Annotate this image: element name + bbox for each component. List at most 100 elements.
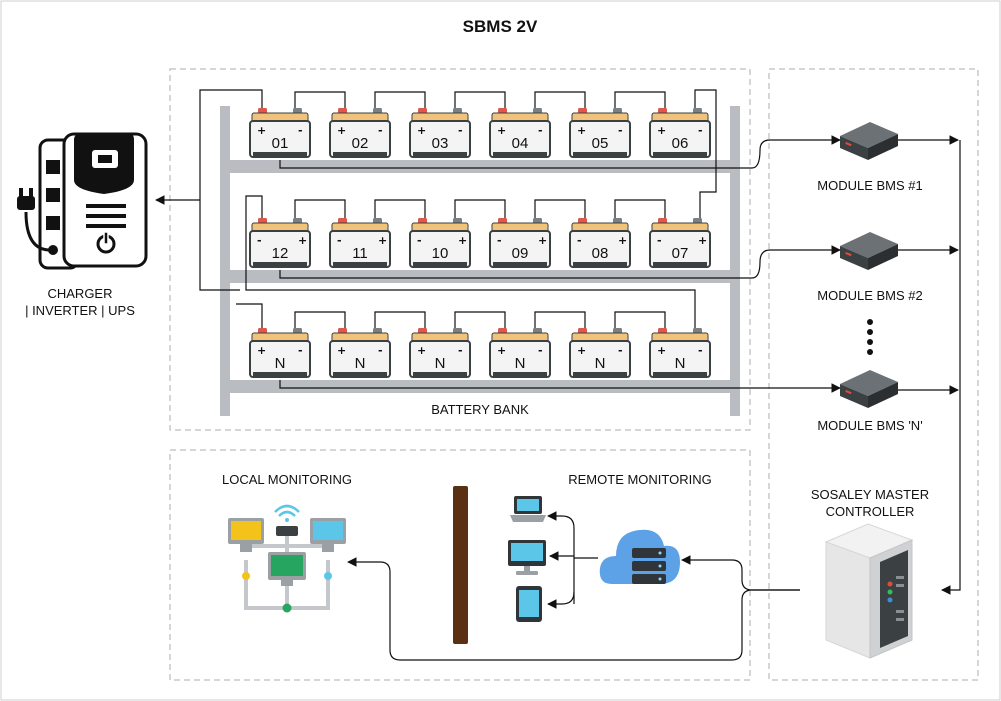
monitoring-group	[169, 449, 751, 681]
power-plug-icon	[17, 188, 51, 252]
polarity-sign: -	[298, 344, 303, 357]
battery-cell: - +11	[329, 218, 391, 268]
local-monitoring-label: LOCAL MONITORING	[222, 472, 352, 487]
bms-device-icon	[840, 122, 898, 160]
bms-bus-lines	[898, 135, 961, 595]
battery-label: 08	[592, 245, 609, 262]
battery-label: 10	[432, 245, 449, 262]
polarity-sign: +	[337, 344, 346, 357]
battery-cell: - +08	[569, 218, 631, 268]
polarity-sign: +	[378, 234, 387, 247]
polarity-sign: -	[618, 344, 623, 357]
polarity-sign: -	[577, 234, 582, 247]
polarity-sign: +	[698, 234, 707, 247]
charger-label-line1: CHARGER	[47, 286, 112, 301]
battery-cell: +-01	[249, 108, 311, 158]
power-button-icon	[96, 231, 116, 254]
polarity-sign: -	[538, 124, 543, 137]
battery-cell: + -04	[489, 108, 551, 158]
master-output-lines	[347, 555, 800, 661]
polarity-sign: +	[577, 124, 586, 137]
polarity-sign: +	[497, 124, 506, 137]
separator-pole	[453, 486, 468, 644]
polarity-sign: -	[378, 124, 383, 137]
series-wiring	[199, 89, 717, 328]
battery-cell: + -N	[649, 328, 711, 378]
polarity-sign: +	[458, 234, 467, 247]
battery-label: N	[435, 355, 446, 372]
laptop-icon	[510, 496, 546, 522]
local-network-icon	[228, 504, 346, 613]
polarity-sign: +	[257, 344, 266, 357]
battery-cell: +-03	[409, 108, 471, 158]
server-tower-icon	[824, 523, 914, 659]
battery-bank-label: BATTERY BANK	[431, 402, 529, 417]
battery-label: N	[675, 355, 686, 372]
bms-group	[768, 68, 979, 681]
battery-cell: - +12	[249, 218, 311, 268]
battery-label: 11	[352, 245, 368, 262]
module-bms-n-label: MODULE BMS 'N'	[817, 418, 922, 433]
polarity-sign: -	[618, 124, 623, 137]
polarity-sign: -	[698, 124, 703, 137]
polarity-sign: -	[458, 344, 463, 357]
polarity-sign: +	[618, 234, 627, 247]
battery-cell: + -06	[649, 108, 711, 158]
polarity-sign: -	[698, 344, 703, 357]
battery-cell: - +09	[489, 218, 551, 268]
master-label-line1: SOSALEY MASTER	[811, 487, 929, 502]
polarity-sign: +	[497, 344, 506, 357]
battery-cell: + -N	[249, 328, 311, 378]
charger-label-line2: | INVERTER | UPS	[25, 303, 135, 318]
polarity-sign: +	[257, 124, 266, 137]
battery-label: 07	[672, 245, 689, 262]
charger-icon	[17, 132, 148, 270]
polarity-sign: -	[538, 344, 543, 357]
battery-label: 09	[512, 245, 529, 262]
battery-cell: + -N	[409, 328, 471, 378]
battery-cell: + -05	[569, 108, 631, 158]
cloud-server-icon	[599, 529, 680, 584]
battery-label: 06	[672, 135, 689, 152]
battery-label: 02	[352, 135, 369, 152]
polarity-sign: -	[378, 344, 383, 357]
polarity-sign: -	[497, 234, 502, 247]
battery-label: N	[595, 355, 606, 372]
battery-cell: +-N	[489, 328, 551, 378]
polarity-sign: +	[337, 124, 346, 137]
bms-device-icon	[840, 370, 898, 408]
desktop-icon	[508, 540, 546, 575]
battery-label: 12	[272, 245, 289, 262]
polarity-sign: +	[417, 344, 426, 357]
wifi-icon	[274, 504, 300, 522]
battery-cell: -+10	[409, 218, 471, 268]
battery-cell: + -N	[329, 328, 391, 378]
master-label-line2: CONTROLLER	[826, 504, 915, 519]
battery-bank-group	[169, 68, 751, 431]
bms-device-icon	[840, 232, 898, 270]
polarity-sign: -	[298, 124, 303, 137]
polarity-sign: +	[657, 344, 666, 357]
battery-cell: + -02	[329, 108, 391, 158]
polarity-sign: -	[257, 234, 262, 247]
bms-sense-lines	[279, 135, 841, 393]
polarity-sign: -	[337, 234, 342, 247]
battery-cell: + -N	[569, 328, 631, 378]
battery-label: 05	[592, 135, 609, 152]
polarity-sign: +	[298, 234, 307, 247]
battery-label: N	[275, 355, 286, 372]
polarity-sign: +	[417, 124, 426, 137]
polarity-sign: +	[657, 124, 666, 137]
battery-cell: - +07	[649, 218, 711, 268]
diagram-title: SBMS 2V	[463, 17, 538, 36]
module-bms-1-label: MODULE BMS #1	[817, 178, 922, 193]
polarity-sign: -	[458, 124, 463, 137]
battery-rack	[220, 106, 740, 416]
tablet-icon	[516, 586, 542, 622]
battery-label: N	[355, 355, 366, 372]
polarity-sign: -	[657, 234, 662, 247]
polarity-sign: +	[577, 344, 586, 357]
polarity-sign: +	[538, 234, 547, 247]
battery-label: 04	[512, 135, 529, 152]
